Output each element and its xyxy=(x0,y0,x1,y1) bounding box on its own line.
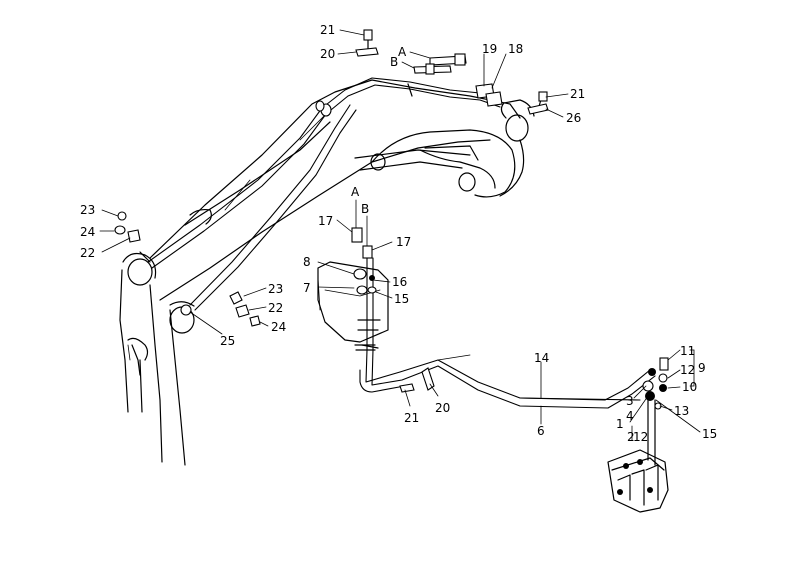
boom-pipes xyxy=(139,77,501,311)
callout-12: 12 xyxy=(680,363,695,377)
callout-20: 20 xyxy=(435,401,450,415)
arm-outline xyxy=(119,252,195,466)
leader-lines xyxy=(99,29,701,441)
callout-A: A xyxy=(351,185,360,199)
boom-outline xyxy=(149,79,535,301)
callout-A: A xyxy=(398,45,407,59)
callout-20: 20 xyxy=(320,47,335,61)
callout-6: 6 xyxy=(537,424,545,438)
callout-10: 10 xyxy=(682,380,697,394)
callout-17: 17 xyxy=(396,235,411,249)
callout-3: 3 xyxy=(626,394,634,408)
callout-1: 1 xyxy=(616,417,624,431)
callout-25: 25 xyxy=(220,334,235,348)
callout-13: 13 xyxy=(674,404,689,418)
callout-15: 15 xyxy=(394,292,409,306)
callout-2: 2 xyxy=(627,430,635,444)
callout-8: 8 xyxy=(303,255,311,269)
callout-14: 14 xyxy=(534,351,549,365)
callout-21: 21 xyxy=(570,87,585,101)
callout-22: 22 xyxy=(80,246,95,260)
callout-labels: 21 20 A B 19 18 21 26 23 24 22 A B 17 17… xyxy=(80,23,717,444)
callout-17: 17 xyxy=(318,214,333,228)
callout-18: 18 xyxy=(508,42,523,56)
callout-11: 11 xyxy=(680,344,695,358)
callout-23: 23 xyxy=(80,203,95,217)
callout-B: B xyxy=(361,202,369,216)
callout-19: 19 xyxy=(482,42,497,56)
callout-9: 9 xyxy=(698,361,706,375)
callout-B: B xyxy=(390,55,398,69)
callout-7: 7 xyxy=(303,281,311,295)
callout-22: 22 xyxy=(268,301,283,315)
callout-16: 16 xyxy=(392,275,407,289)
callout-4: 4 xyxy=(626,409,634,423)
lower-pipes xyxy=(354,257,656,409)
callout-12: 12 xyxy=(633,430,648,444)
callout-24: 24 xyxy=(271,320,286,334)
callout-21: 21 xyxy=(404,411,419,425)
swing-bracket xyxy=(317,261,389,349)
control-valve xyxy=(607,399,669,513)
callout-15: 15 xyxy=(702,427,717,441)
callout-24: 24 xyxy=(80,225,95,239)
callout-21: 21 xyxy=(320,23,335,37)
callout-23: 23 xyxy=(268,282,283,296)
callout-26: 26 xyxy=(566,111,581,125)
